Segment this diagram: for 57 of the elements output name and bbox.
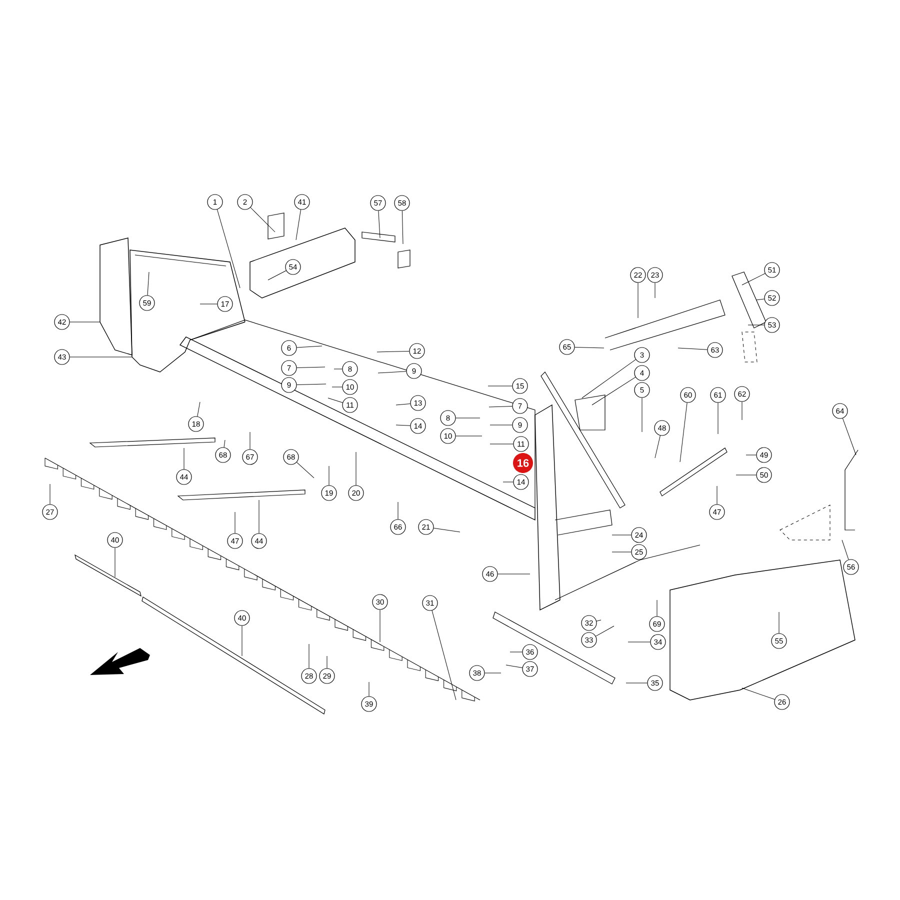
leader-line (680, 402, 688, 462)
leader-line (114, 548, 116, 578)
leader-line (147, 272, 150, 296)
leader-line (332, 386, 342, 388)
leader-line (842, 540, 849, 560)
leader-line (402, 210, 404, 244)
leader-line (612, 534, 632, 536)
leader-line (748, 324, 764, 326)
leader-line (490, 424, 512, 426)
leader-line (296, 366, 326, 368)
leader-line (296, 346, 322, 348)
leader-line (396, 403, 410, 406)
leader-line (378, 371, 406, 374)
leader-line (368, 682, 370, 696)
leader-line (582, 359, 636, 398)
leader-line (378, 210, 380, 238)
leader-line (197, 402, 200, 417)
leader-line (268, 270, 286, 280)
leader-line (328, 398, 343, 403)
leader-line (654, 282, 656, 298)
leader-line (596, 620, 602, 622)
leader-line (596, 626, 614, 636)
leader-line (234, 512, 236, 534)
callout-number: 16 (513, 453, 533, 473)
leader-line (742, 273, 766, 286)
leader-line (328, 466, 330, 486)
leader-line (326, 656, 328, 668)
leader-line (376, 350, 410, 352)
leader-line (488, 406, 512, 408)
leader-line (842, 418, 856, 456)
leader-line (70, 356, 132, 358)
leader-line (506, 664, 523, 668)
leader-line (756, 298, 765, 300)
leader-line (746, 454, 756, 456)
leader-line (433, 528, 460, 532)
leader-line (216, 209, 240, 288)
leader-line (224, 440, 226, 448)
leader-line (626, 682, 648, 684)
leader-line (592, 376, 636, 406)
leader-line (296, 384, 326, 386)
leader-line (742, 688, 775, 700)
leader-line (736, 474, 756, 476)
leader-line (432, 610, 456, 700)
leader-line (716, 486, 718, 504)
leader-line (396, 424, 410, 426)
leader-line (574, 346, 604, 348)
leader-line (656, 600, 658, 616)
leader-line (778, 612, 780, 634)
leader-line (258, 500, 260, 534)
leader-line (334, 368, 342, 370)
leader-line (250, 207, 276, 232)
leader-line (484, 672, 502, 674)
leader-line (296, 209, 302, 240)
leader-line (678, 348, 708, 350)
leader-line (308, 644, 310, 668)
leader-line (296, 462, 314, 478)
leader-line (654, 435, 660, 458)
